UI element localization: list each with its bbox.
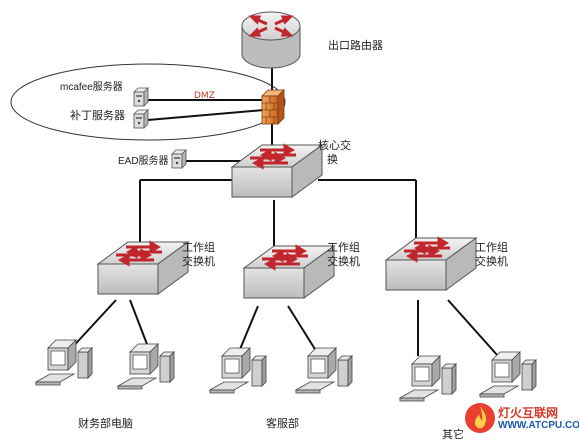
pc-service-1-icon [209, 347, 267, 394]
workgroup-switch-3-label-line1: 工作组 [475, 241, 508, 254]
link-patch-firewall [147, 109, 265, 121]
patch-server-icon [133, 109, 149, 129]
workgroup-switch-2-icon [242, 244, 336, 300]
router-label: 出口路由器 [328, 39, 383, 52]
connection-lines [67, 68, 499, 357]
pc-other-1-icon [399, 355, 457, 402]
firewall-icon [261, 89, 285, 125]
dmz-zone-ellipse [10, 63, 286, 141]
ead-server-label: EAD服务器 [118, 156, 169, 167]
site-watermark: 灯火互联网 WWW.ATCPU.COM [462, 396, 579, 441]
flame-logo-icon [465, 403, 495, 433]
core-switch-label-line2: 换 [327, 153, 338, 166]
pc-service-2-icon [295, 347, 353, 394]
link-wg1-pc2 [129, 299, 151, 353]
ead-server-icon [171, 149, 187, 169]
watermark-title: 灯火互联网 [498, 406, 559, 420]
patch-server-label: 补丁服务器 [70, 109, 125, 122]
workgroup-switch-3-label-line2: 交换机 [475, 255, 508, 268]
link-wg2-pc2 [287, 305, 319, 355]
workgroup-switch-1-label-line2: 交换机 [182, 255, 215, 268]
workgroup-switch-1-label-line1: 工作组 [182, 241, 215, 254]
watermark-url: WWW.ATCPU.COM [498, 420, 579, 431]
link-wg2-pc1 [237, 305, 259, 355]
pc-finance-1-icon [35, 339, 93, 386]
workgroup-switch-2-label-line2: 交换机 [327, 255, 360, 268]
workgroup-switch-2-label-line1: 工作组 [327, 241, 360, 254]
core-switch-label-line1: 核心交 [318, 139, 351, 152]
other-dept-label: 其它 [442, 428, 464, 441]
pc-finance-2-icon [117, 343, 175, 390]
router-icon [241, 11, 301, 69]
service-dept-label: 客服部 [266, 417, 299, 430]
link-wg3-pc2 [447, 299, 499, 357]
core-switch-icon [230, 143, 324, 199]
finance-dept-label: 财务部电脑 [78, 417, 133, 430]
dmz-label: DMZ [194, 91, 215, 101]
workgroup-switch-3-icon [384, 236, 478, 292]
mcafee-server-label: mcafee服务器 [60, 82, 123, 93]
workgroup-switch-1-icon [96, 240, 190, 296]
mcafee-server-icon [133, 87, 149, 107]
pc-other-2-icon [479, 351, 537, 398]
